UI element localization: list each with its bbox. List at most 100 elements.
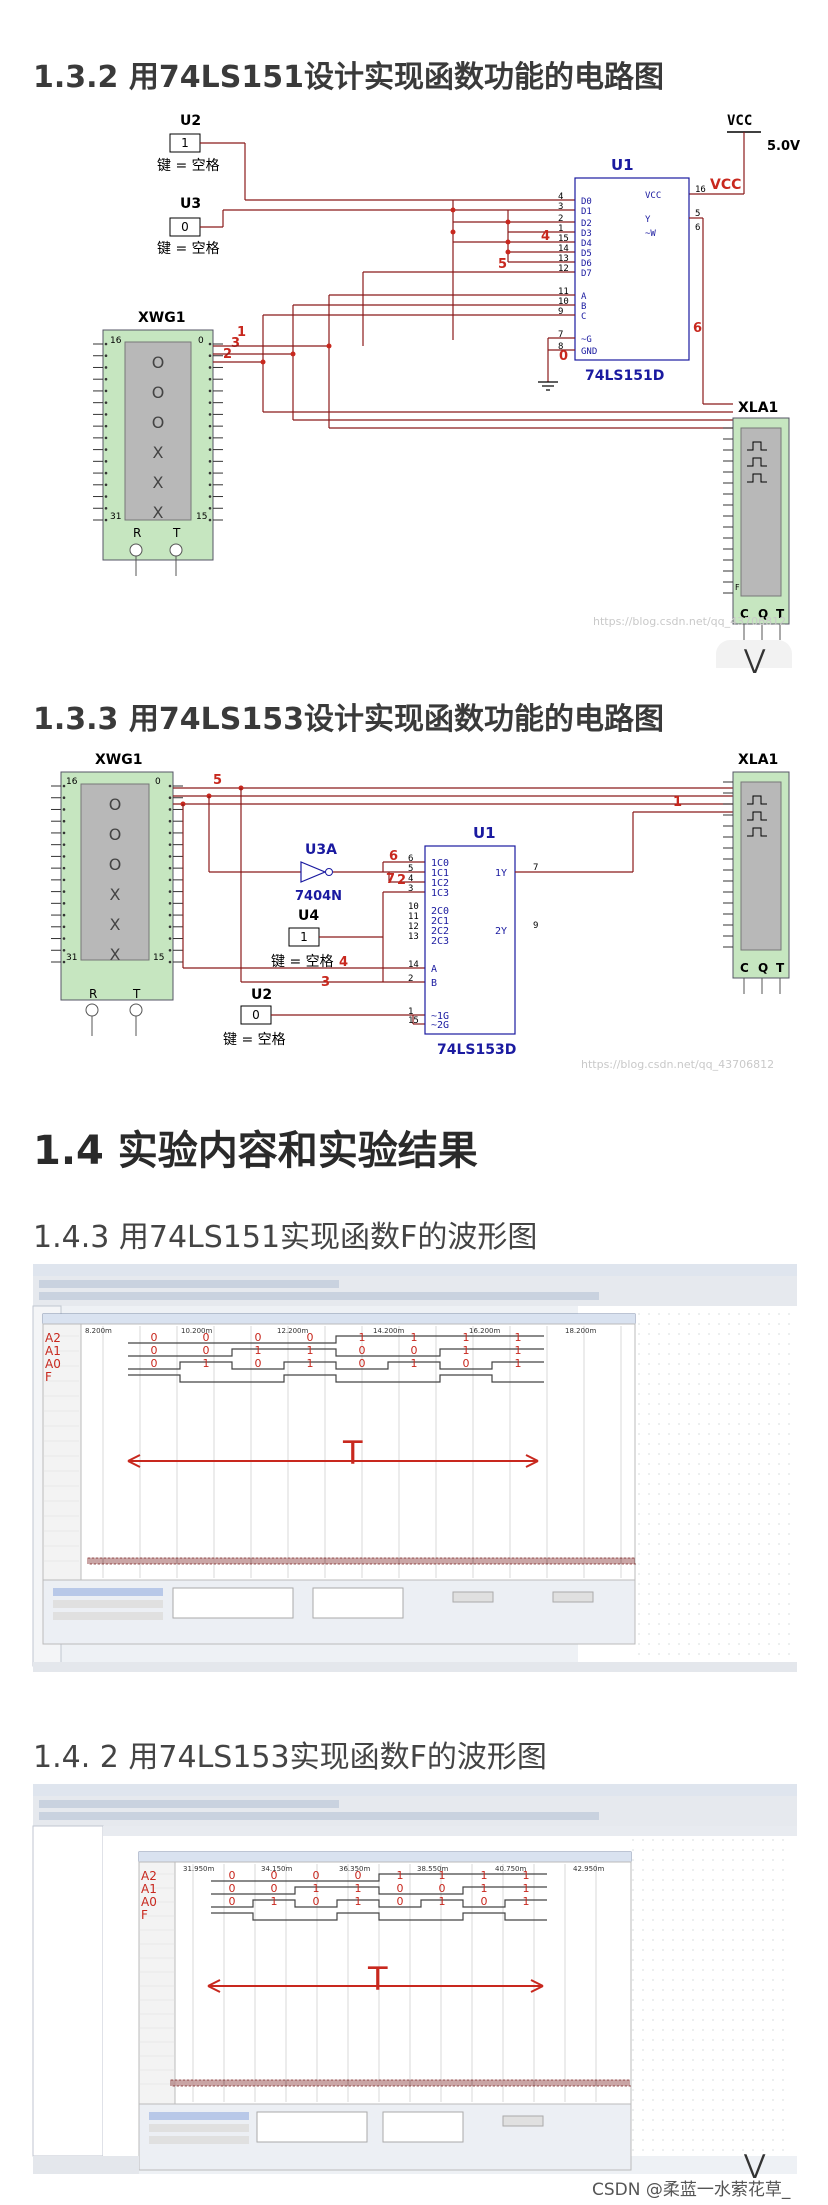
grid-dot <box>788 1653 790 1655</box>
grid-dot <box>772 2099 774 2101</box>
grid-dot <box>632 2019 634 2021</box>
u1-153-chip-body[interactable] <box>424 845 516 1035</box>
grid-dot <box>662 1869 664 1871</box>
grid-dot <box>638 1543 640 1545</box>
grid-dot <box>722 2049 724 2051</box>
chevron-down-icon[interactable]: ⋁ <box>744 645 766 675</box>
grid-dot <box>788 1413 790 1415</box>
grid-dot <box>732 1859 734 1861</box>
xwg1-r-terminal[interactable] <box>129 543 143 557</box>
grid-dot <box>692 1839 694 1841</box>
xwg1-t-terminal[interactable] <box>169 543 183 557</box>
grid-dot <box>672 1919 674 1921</box>
grid-dot <box>752 1919 754 1921</box>
grid-dot <box>772 2009 774 2011</box>
grid-dot <box>688 1573 690 1575</box>
grid-dot <box>728 1603 730 1605</box>
grid-dot <box>632 1979 634 1981</box>
grid-dot <box>712 1979 714 1981</box>
grid-dot <box>638 1313 640 1315</box>
net-0: 0 <box>559 349 568 364</box>
grid-dot <box>678 1493 680 1495</box>
grid-dot <box>722 2069 724 2071</box>
u1-pin-d6: D6 <box>581 259 592 269</box>
xwg-value-5: X <box>110 945 121 964</box>
grid-dot <box>672 1879 674 1881</box>
xwg-pin-dot <box>62 796 66 800</box>
grid-dot <box>678 1353 680 1355</box>
grid-dot <box>722 1999 724 2001</box>
grid-dot <box>728 1363 730 1365</box>
grid-dot <box>668 1363 670 1365</box>
grid-dot <box>672 2139 674 2141</box>
grid-dot <box>738 1573 740 1575</box>
grid-dot <box>632 2079 634 2081</box>
grid-dot <box>698 1423 700 1425</box>
wave2-bit: 0 <box>313 1895 320 1908</box>
grid-dot <box>638 1613 640 1615</box>
grid-dot <box>648 1593 650 1595</box>
grid-dot <box>788 1583 790 1585</box>
grid-dot <box>768 1403 770 1405</box>
grid-dot <box>752 1939 754 1941</box>
grid-dot <box>652 2149 654 2151</box>
grid-dot <box>698 1643 700 1645</box>
u1-chip-body[interactable] <box>574 177 690 361</box>
grid-dot <box>738 1443 740 1445</box>
grid-dot <box>688 1423 690 1425</box>
grid-dot <box>718 1333 720 1335</box>
grid-dot <box>778 1423 780 1425</box>
grid-dot <box>688 1403 690 1405</box>
inverter-symbol[interactable] <box>300 861 327 883</box>
grid-dot <box>648 1373 650 1375</box>
grid-dot <box>758 1353 760 1355</box>
grid-dot <box>732 1999 734 2001</box>
grid-dot <box>698 1563 700 1565</box>
grid-dot <box>698 1583 700 1585</box>
chevron-down-icon-2[interactable]: ⋁ <box>744 2150 766 2180</box>
grid-dot <box>642 1939 644 1941</box>
grid-dot <box>662 1919 664 1921</box>
xwg1-153-r-terminal[interactable] <box>85 1003 99 1017</box>
grid-dot <box>682 1839 684 1841</box>
grid-dot <box>678 1463 680 1465</box>
grid-dot <box>768 1623 770 1625</box>
grid-dot <box>722 1929 724 1931</box>
grid-dot <box>668 1513 670 1515</box>
grid-dot <box>712 2019 714 2021</box>
grid-dot <box>668 1533 670 1535</box>
svg-text:16: 16 <box>66 777 78 787</box>
grid-dot <box>752 2049 754 2051</box>
grid-dot <box>722 1839 724 1841</box>
grid-dot <box>632 1959 634 1961</box>
grid-dot <box>778 1563 780 1565</box>
grid-dot <box>658 1613 660 1615</box>
grid-dot <box>738 1503 740 1505</box>
xwg-pin-dot <box>62 831 66 835</box>
grid-dot <box>658 1633 660 1635</box>
wave2-bit: 1 <box>313 1882 320 1895</box>
svg-text:15: 15 <box>153 953 164 963</box>
xwg1-153-t-terminal[interactable] <box>129 1003 143 1017</box>
grid-dot <box>672 2039 674 2041</box>
grid-dot <box>752 2079 754 2081</box>
grid-dot <box>692 1949 694 1951</box>
grid-dot <box>672 2069 674 2071</box>
u1-left-pins: D04D13D22D31D415D514D613D712A11B10C9~G7G… <box>558 192 597 357</box>
u1-153-pin-1c1: 1C1 <box>431 868 449 879</box>
grid-dot <box>788 1333 790 1335</box>
grid-dot <box>638 1343 640 1345</box>
grid-dot <box>742 1919 744 1921</box>
grid-dot <box>752 1929 754 1931</box>
grid-dot <box>672 1889 674 1891</box>
grid-dot <box>658 1323 660 1325</box>
grid-dot <box>708 1573 710 1575</box>
grid-dot <box>698 1473 700 1475</box>
grid-dot <box>732 1969 734 1971</box>
u1-pin-d4: D4 <box>581 239 592 249</box>
grid-dot <box>762 1939 764 1941</box>
grid-dot <box>668 1633 670 1635</box>
grid-dot <box>788 1463 790 1465</box>
wave1-bit: 1 <box>307 1357 314 1370</box>
